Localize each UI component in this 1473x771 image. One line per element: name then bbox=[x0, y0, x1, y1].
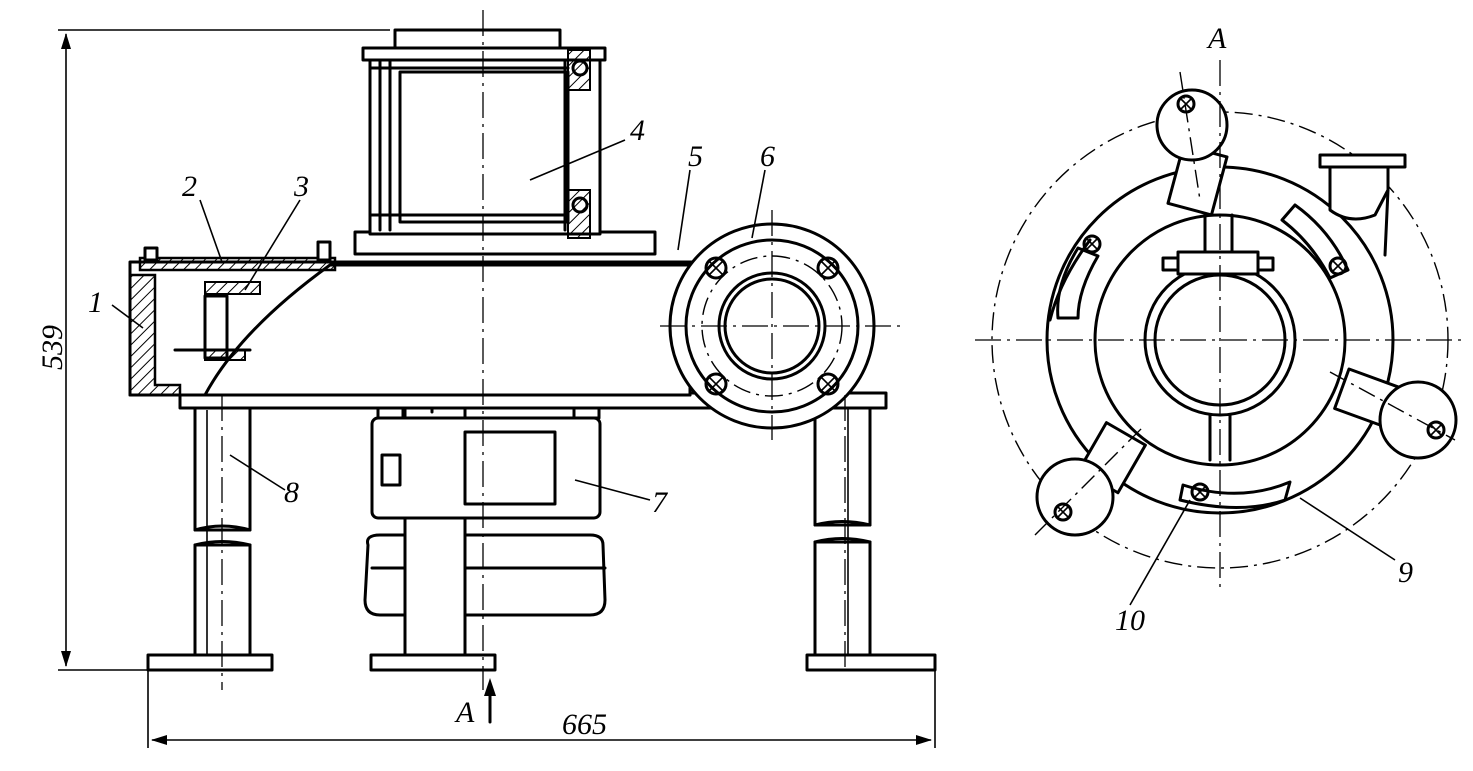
label-5: 5 bbox=[688, 140, 703, 173]
leader-10 bbox=[1129, 499, 1191, 606]
leg-right bbox=[805, 398, 937, 672]
view-a-title: A bbox=[1206, 22, 1227, 55]
label-7: 7 bbox=[652, 486, 669, 519]
label-2: 2 bbox=[182, 170, 197, 203]
motor bbox=[363, 400, 607, 657]
leader-9 bbox=[1299, 497, 1396, 561]
height-dimension bbox=[58, 29, 390, 671]
view-arrow: A bbox=[454, 678, 496, 729]
view-marker-label: A bbox=[454, 696, 475, 729]
height-dimension-value: 539 bbox=[36, 325, 69, 370]
width-dimension-value: 665 bbox=[562, 708, 607, 741]
pipe-fitting bbox=[1318, 153, 1407, 257]
label-10: 10 bbox=[1115, 604, 1145, 637]
lug-left bbox=[1034, 421, 1147, 537]
label-8: 8 bbox=[284, 476, 299, 509]
leader-lines bbox=[111, 139, 766, 501]
arc-slots bbox=[1048, 203, 1350, 509]
view-a: A bbox=[975, 22, 1465, 637]
label-3: 3 bbox=[293, 170, 309, 203]
label-4: 4 bbox=[630, 114, 645, 147]
drum bbox=[353, 28, 657, 256]
flange-bolts bbox=[704, 256, 840, 396]
label-6: 6 bbox=[760, 140, 775, 173]
lug-right bbox=[1329, 367, 1458, 460]
lug-top bbox=[1155, 71, 1229, 217]
front-view: A 1 2 3 4 5 6 7 8 539 665 bbox=[36, 10, 937, 748]
label-9: 9 bbox=[1398, 556, 1413, 589]
housing bbox=[128, 240, 702, 397]
label-1: 1 bbox=[88, 286, 103, 319]
leg-left bbox=[146, 403, 274, 672]
